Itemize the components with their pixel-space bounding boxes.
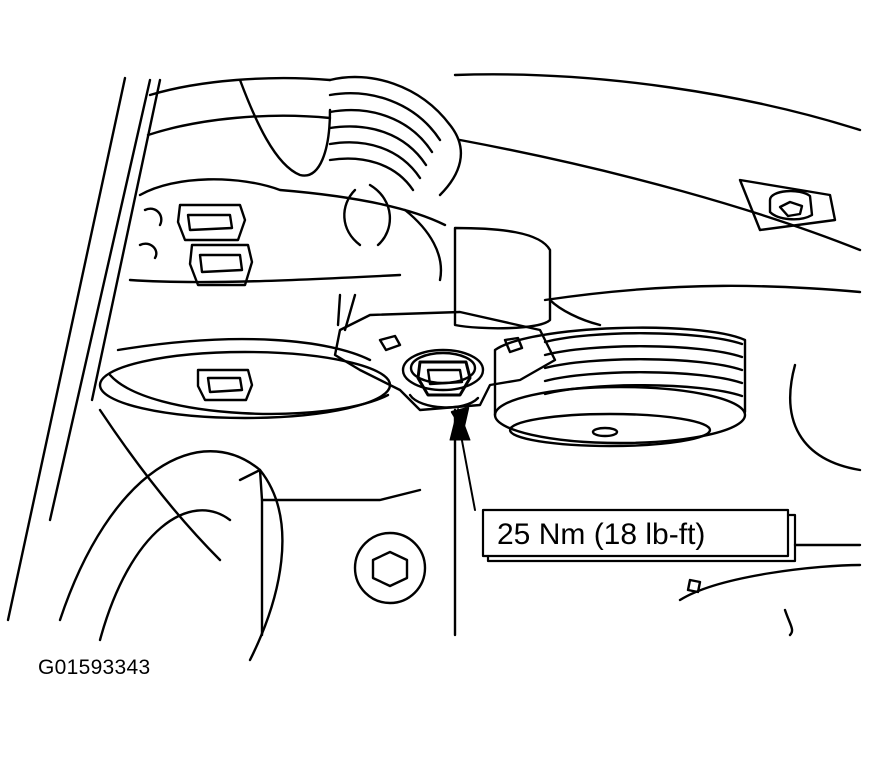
- callout-arrow: [449, 406, 476, 511]
- torque-callout: 25 Nm (18 lb-ft): [481, 508, 797, 563]
- torque-spec-label: 25 Nm (18 lb-ft): [497, 518, 705, 551]
- tensioner-bolt: [401, 348, 485, 409]
- belt-tensioner: [333, 226, 557, 412]
- upper-housing: [453, 73, 862, 302]
- lower-housing: [58, 298, 862, 662]
- hex-plug: [353, 531, 427, 605]
- upper-idler-pulley: [128, 75, 463, 284]
- stacked-bolts: [138, 203, 254, 287]
- lower-right-pulley: [493, 326, 747, 448]
- figure-id-label: G01593343: [38, 656, 151, 679]
- lower-left-pulley: [98, 337, 392, 562]
- left-frame: [6, 76, 162, 622]
